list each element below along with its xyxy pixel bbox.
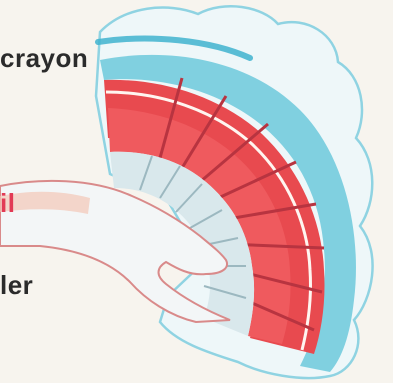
label-crayon: crayon — [0, 45, 88, 71]
label-il: il — [0, 190, 15, 216]
label-ler: ler — [0, 272, 33, 298]
